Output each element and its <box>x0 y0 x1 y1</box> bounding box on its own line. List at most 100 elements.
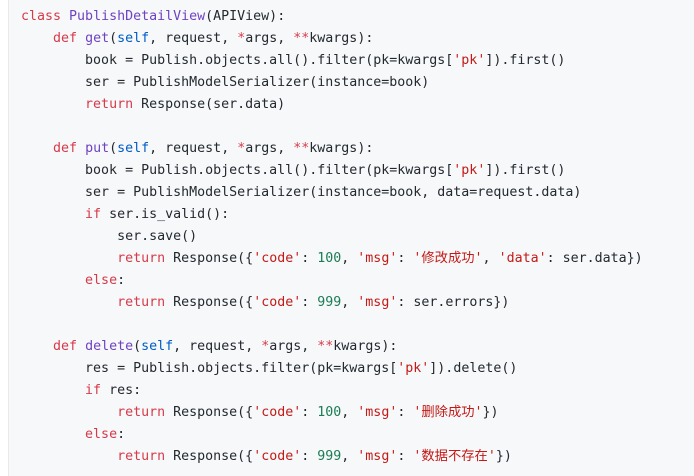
code-token: 999 <box>317 295 342 310</box>
code-token: self <box>117 31 150 46</box>
code-line: return Response(ser.data) <box>21 94 694 116</box>
code-token: ** <box>293 141 310 156</box>
code-line: ser = PublishModelSerializer(instance=bo… <box>21 72 694 94</box>
code-token: * <box>237 31 246 46</box>
code-token <box>21 31 53 46</box>
code-token: return <box>117 295 174 310</box>
code-token <box>21 449 117 464</box>
code-token: ** <box>293 31 310 46</box>
code-token: 999 <box>317 449 342 464</box>
code-token: def <box>53 339 86 354</box>
code-line: if ser.is_valid(): <box>21 204 694 226</box>
code-token <box>21 339 53 354</box>
code-token: ser.save() <box>21 229 198 244</box>
code-token: ]).first() <box>485 53 566 68</box>
code-token: else <box>85 273 118 288</box>
code-token: ]).delete() <box>429 361 518 376</box>
code-token: 100 <box>317 405 342 420</box>
code-token: : <box>301 251 318 266</box>
code-token <box>21 97 85 112</box>
code-token: kwargs): <box>309 141 374 156</box>
code-token: res = Publish.objects.filter(pk=kwargs[ <box>21 361 398 376</box>
code-token: : <box>301 449 318 464</box>
code-token: ( <box>109 31 118 46</box>
code-content: class PublishDetailView(APIView): def ge… <box>9 0 694 468</box>
code-token: self <box>141 339 174 354</box>
code-line: ser.save() <box>21 226 694 248</box>
code-line: res = Publish.objects.filter(pk=kwargs['… <box>21 358 694 380</box>
code-token: : <box>397 449 414 464</box>
code-block: class PublishDetailView(APIView): def ge… <box>8 0 694 476</box>
code-token: res: <box>109 383 142 398</box>
code-line <box>21 116 694 138</box>
code-token: kwargs): <box>333 339 398 354</box>
code-line <box>21 314 694 336</box>
code-token: ser.is_valid(): <box>109 207 230 222</box>
code-token: 'code' <box>253 449 302 464</box>
code-token: , <box>341 405 358 420</box>
code-token: 'msg' <box>357 295 398 310</box>
code-token: 'pk' <box>453 163 486 178</box>
code-line: return Response({'code': 100, 'msg': '删除… <box>21 402 694 424</box>
code-token: 'msg' <box>357 405 398 420</box>
code-token: else <box>85 427 118 442</box>
code-line: return Response({'code': 100, 'msg': '修改… <box>21 248 694 270</box>
code-token: 100 <box>317 251 342 266</box>
code-token: 'code' <box>253 251 302 266</box>
code-token <box>21 207 85 222</box>
code-token: '数据不存在' <box>413 449 496 464</box>
code-token: 'pk' <box>397 361 430 376</box>
code-line: else: <box>21 424 694 446</box>
code-token <box>21 383 85 398</box>
code-token: 'code' <box>253 405 302 420</box>
code-token: '修改成功' <box>413 251 483 266</box>
code-token: kwargs): <box>309 31 374 46</box>
code-token: args, <box>245 141 294 156</box>
code-token: 'msg' <box>357 449 398 464</box>
code-token: : ser.errors}) <box>397 295 510 310</box>
code-token: Response({ <box>173 251 254 266</box>
code-token: 'code' <box>253 295 302 310</box>
code-token: ]).first() <box>485 163 566 178</box>
code-line: def delete(self, request, *args, **kwarg… <box>21 336 694 358</box>
code-token: PublishDetailView <box>69 9 206 24</box>
code-token: def <box>53 141 86 156</box>
code-token: : <box>397 405 414 420</box>
code-line: return Response({'code': 999, 'msg': ser… <box>21 292 694 314</box>
code-token: * <box>237 141 246 156</box>
code-token: def <box>53 31 86 46</box>
code-token: class <box>21 9 70 24</box>
code-token: * <box>261 339 270 354</box>
code-token: get <box>85 31 110 46</box>
code-line: class PublishDetailView(APIView): <box>21 6 694 28</box>
code-line: if res: <box>21 380 694 402</box>
code-token: self <box>117 141 150 156</box>
code-token: }) <box>482 405 499 420</box>
code-token: , request, <box>149 141 238 156</box>
code-token: ser = PublishModelSerializer(instance=bo… <box>21 75 430 90</box>
code-line: book = Publish.objects.all().filter(pk=k… <box>21 50 694 72</box>
code-token: args, <box>245 31 294 46</box>
code-token <box>21 251 117 266</box>
code-token: put <box>85 141 110 156</box>
code-token: book = Publish.objects.all().filter(pk=k… <box>21 163 454 178</box>
code-token: book = Publish.objects.all().filter(pk=k… <box>21 53 454 68</box>
code-token: Response(ser.data) <box>141 97 286 112</box>
code-token <box>21 141 53 156</box>
code-token: , <box>482 251 499 266</box>
code-line: def put(self, request, *args, **kwargs): <box>21 138 694 160</box>
code-token: ser = PublishModelSerializer(instance=bo… <box>21 185 582 200</box>
code-token: if <box>85 207 110 222</box>
code-token: Response({ <box>173 449 254 464</box>
code-line: ser = PublishModelSerializer(instance=bo… <box>21 182 694 204</box>
code-token: , <box>341 295 358 310</box>
code-token: : <box>117 427 126 442</box>
code-token: , <box>341 449 358 464</box>
code-token: : <box>117 273 126 288</box>
code-token <box>21 295 117 310</box>
code-token: 'data' <box>498 251 547 266</box>
code-token: return <box>85 97 142 112</box>
code-line: else: <box>21 270 694 292</box>
code-token: Response({ <box>173 405 254 420</box>
code-token: args, <box>269 339 318 354</box>
